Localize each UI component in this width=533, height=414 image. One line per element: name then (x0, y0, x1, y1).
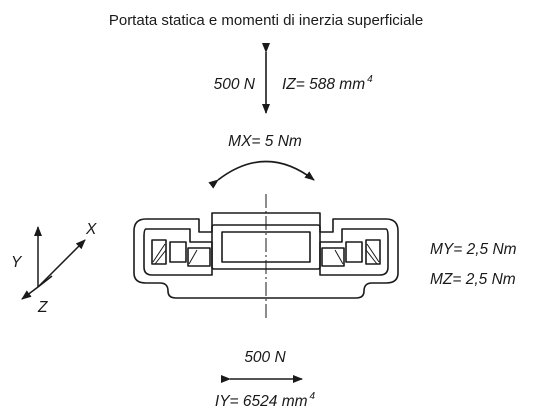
axis-y-label: Y (11, 254, 23, 271)
bearing-hatching (152, 243, 380, 265)
horizontal-load-label: 500 N (244, 349, 286, 366)
my-label: MY= 2,5 Nm (430, 241, 517, 258)
vertical-load-label: 500 N (214, 76, 256, 93)
mx-curved-arrow (208, 160, 315, 189)
axis-z-label: Z (37, 299, 48, 316)
axis-x-label: X (85, 221, 97, 238)
mx-label: MX= 5 Nm (228, 133, 302, 150)
mz-label: MZ= 2,5 Nm (430, 271, 516, 288)
diagram-title: Portata statica e momenti di inerzia sup… (109, 12, 423, 29)
z-axis-line (21, 286, 39, 300)
coordinate-axes (34, 226, 86, 288)
carriage-cross-section (133, 212, 399, 299)
